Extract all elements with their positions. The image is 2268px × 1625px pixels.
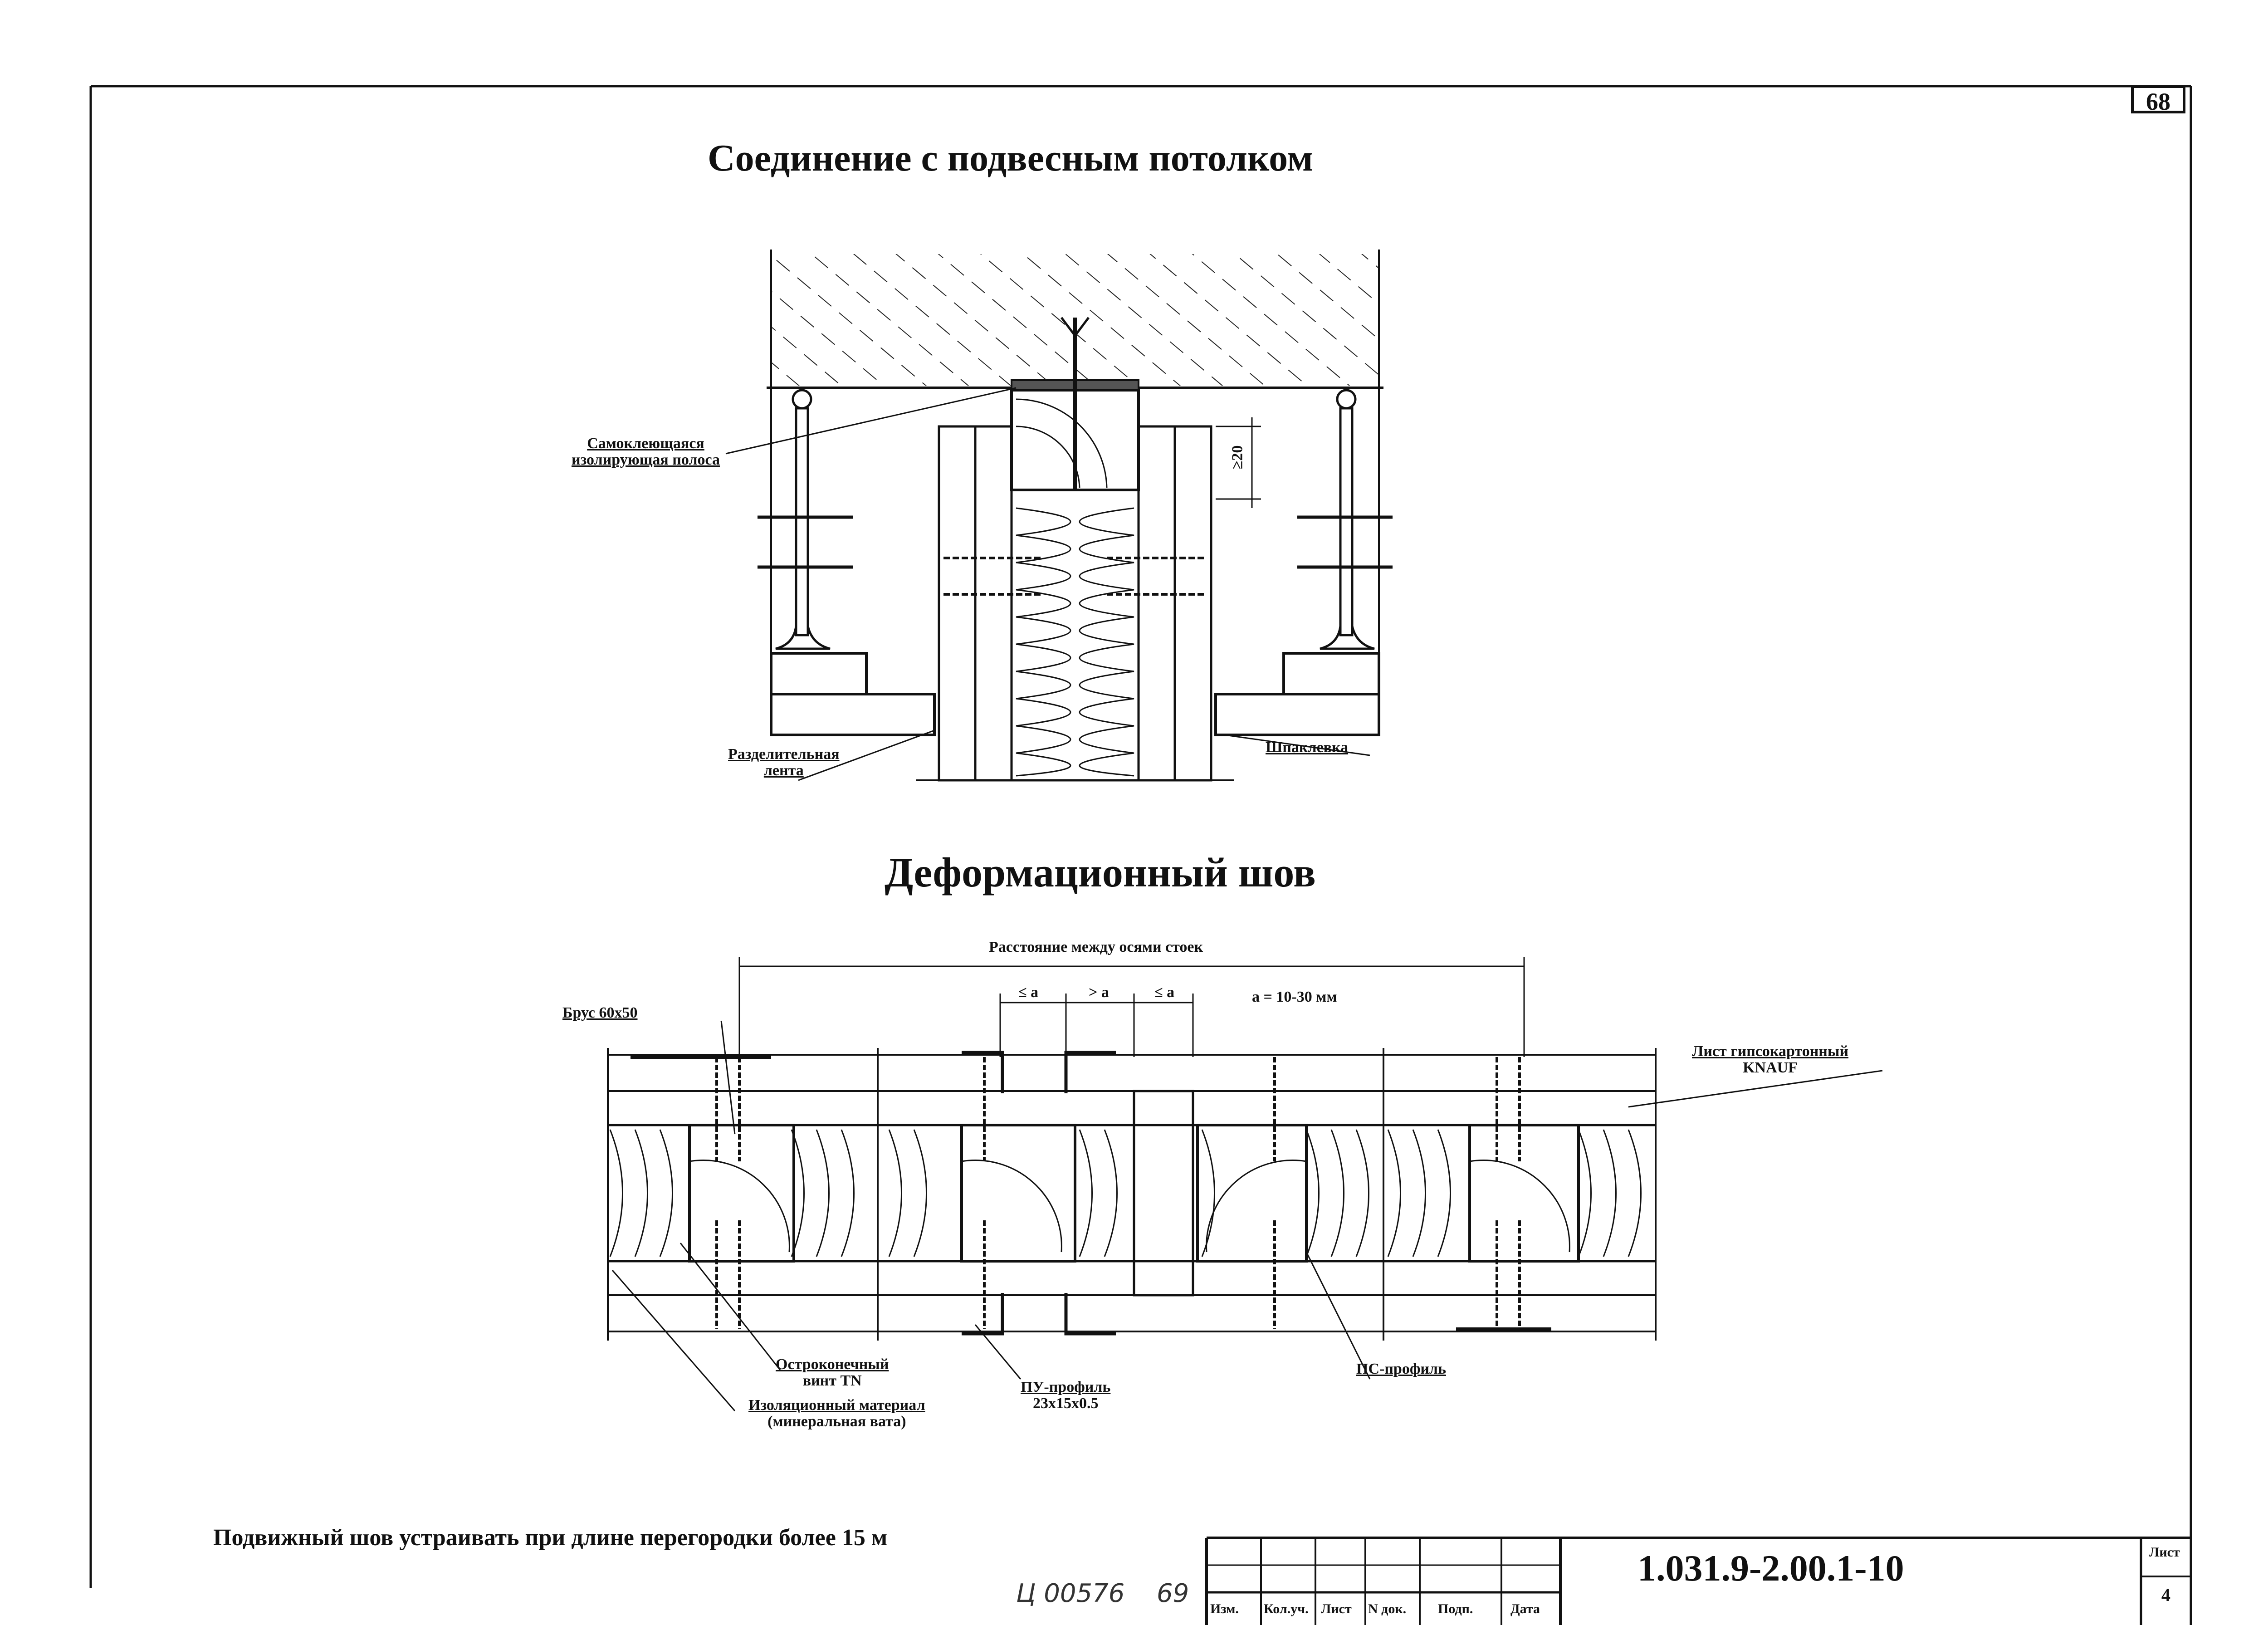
- sheet-label: Лист: [2149, 1545, 2180, 1560]
- insulation-label: Изоляционный материал (минеральная вата): [748, 1397, 925, 1430]
- movable-joint-note: Подвижный шов устраивать при длине перег…: [213, 1525, 888, 1551]
- dim-gt-a: > а: [1089, 984, 1109, 1001]
- tb-col-change: Изм.: [1210, 1601, 1239, 1616]
- handwritten-page-number: 69: [1157, 1579, 1189, 1608]
- sheet-frame: [89, 85, 2192, 1625]
- dim-le-a-left: ≤ а: [1018, 984, 1039, 1001]
- tb-col-date: Дата: [1510, 1601, 1540, 1616]
- beam-label: Брус 60х50: [562, 1004, 638, 1021]
- title-block-grid: [1205, 1537, 2191, 1625]
- stud-spacing-label: Расстояние между осями стоек: [989, 939, 1203, 955]
- tb-col-count: Кол.уч.: [1264, 1601, 1309, 1616]
- dim-le-a-right: ≤ а: [1154, 984, 1175, 1001]
- min-gap-dimension: ≥20: [1229, 445, 1246, 470]
- expansion-joint-title: Деформационный шов: [885, 849, 1316, 896]
- ceiling-joint-title: Соединение с подвесным потолком: [708, 137, 1313, 179]
- a-value-note: а = 10-30 мм: [1252, 989, 1337, 1005]
- expansion-joint-drawing: [607, 957, 1883, 1411]
- sheet-value: 4: [2161, 1585, 2170, 1605]
- document-number: 1.031.9-2.00.1-10: [1637, 1547, 1904, 1589]
- screw-label: Остроконечный винт TN: [776, 1356, 889, 1389]
- separator-tape-label: Разделительная лента: [728, 746, 840, 779]
- pu-profile-label: ПУ-профиль 23х15х0.5: [1021, 1379, 1111, 1412]
- ceiling-joint-drawing: [725, 250, 1393, 782]
- tb-col-sign: Подп.: [1438, 1601, 1473, 1616]
- handwritten-inventory-number: Ц 00576: [1016, 1579, 1125, 1608]
- ps-profile-label: ПС-профиль: [1356, 1361, 1446, 1377]
- insulating-strip-label: Самоклеющаяся изолирующая полоса: [572, 435, 720, 468]
- tb-col-doc: N док.: [1368, 1601, 1407, 1616]
- gypsum-board-label: Лист гипсокартонный KNAUF: [1692, 1043, 1849, 1076]
- putty-label: Шпаклевка: [1266, 739, 1349, 756]
- tb-col-sheet: Лист: [1321, 1601, 1352, 1616]
- sheet-number: 68: [2131, 85, 2185, 115]
